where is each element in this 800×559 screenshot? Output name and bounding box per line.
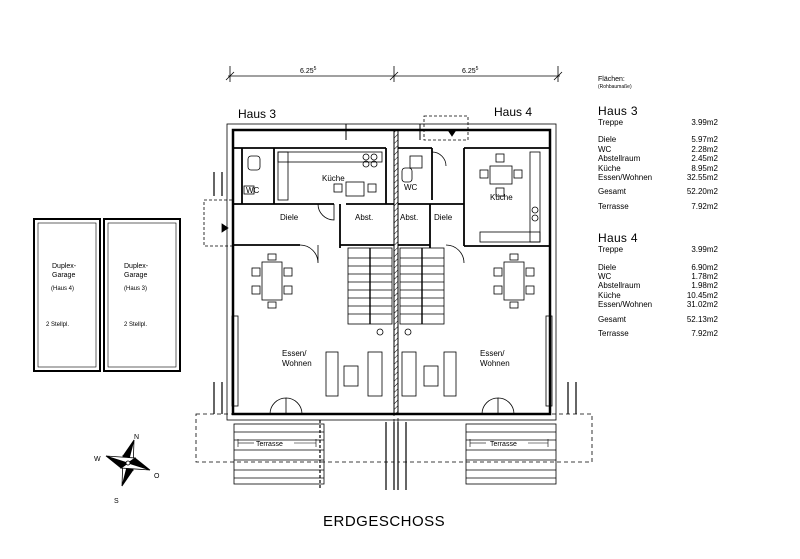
- area-haus3-title: Haus 3: [598, 104, 638, 118]
- haus4-title: Haus 4: [494, 105, 532, 119]
- dining-table-haus4: [493, 253, 535, 309]
- terrace-dimension-haus3: [237, 439, 317, 447]
- kitchen-table-haus3: [333, 181, 377, 197]
- stairs-haus4: [399, 247, 445, 336]
- room-label-essen-haus4: Essen/: [480, 349, 505, 358]
- dining-table-haus3: [251, 253, 293, 309]
- compass-n: N: [134, 434, 139, 441]
- dimension-line: [225, 66, 563, 82]
- room-label-abst-haus4: Abst.: [400, 213, 418, 222]
- kitchen-counters: [277, 151, 541, 243]
- compass-rose-icon: [105, 439, 151, 487]
- garage2-line1: Duplex-: [124, 263, 149, 270]
- compass-s: S: [114, 498, 119, 505]
- room-label-wohnen-haus3: Wohnen: [282, 359, 312, 368]
- garage1-line2: Garage: [52, 272, 75, 279]
- wc-fixtures: [243, 155, 423, 195]
- garage-haus4: [33, 218, 101, 372]
- outer-walls: [226, 123, 557, 421]
- room-label-kueche-haus4: Küche: [490, 193, 513, 202]
- interior-walls-haus4: [398, 147, 550, 248]
- terrace-label-haus3: Terrasse: [256, 441, 283, 448]
- haus3-title: Haus 3: [238, 107, 276, 121]
- entry-canopy-haus4: [423, 115, 469, 141]
- dimension-right: 6.255: [462, 66, 479, 75]
- garage1-line3: (Haus 4): [51, 286, 74, 292]
- side-walls: [213, 172, 577, 490]
- terrace-dimension-haus4: [469, 439, 549, 447]
- area-header: Flächen:: [598, 76, 625, 83]
- room-label-diele-haus3: Diele: [280, 213, 299, 222]
- room-label-abst-haus3: Abst.: [355, 213, 373, 222]
- area-subheader: (Rohbaumaße): [598, 84, 632, 90]
- interior-walls-haus3: [233, 147, 394, 248]
- garage2-spaces: 2 Stellpl.: [124, 322, 147, 328]
- area-haus4-title: Haus 4: [598, 231, 638, 246]
- terrace-haus4: [397, 413, 593, 485]
- garage1-line1: Duplex-: [52, 263, 77, 270]
- room-label-diele-haus4: Diele: [434, 213, 453, 222]
- room-label-essen-haus3: Essen/: [282, 349, 307, 358]
- drawing-title: ERDGESCHOSS: [323, 513, 445, 530]
- terrace-label-haus4: Terrasse: [490, 441, 517, 448]
- room-label-wohnen-haus4: Wohnen: [480, 359, 510, 368]
- compass-w: W: [94, 456, 101, 463]
- room-label-wc-haus4: WC: [404, 183, 418, 192]
- garage1-spaces: 2 Stellpl.: [46, 322, 69, 328]
- room-label-wc-haus3: WC: [246, 186, 260, 195]
- garage2-line3: (Haus 3): [124, 286, 147, 292]
- kitchen-table-haus4: [479, 153, 523, 197]
- stairs-haus3: [347, 247, 393, 336]
- room-label-kueche-haus3: Küche: [322, 174, 345, 183]
- garage-haus3: [103, 218, 181, 372]
- dimension-left: 6.255: [300, 66, 317, 75]
- sofas: [231, 315, 553, 407]
- compass-o: O: [154, 473, 160, 480]
- terrace-haus3: [195, 413, 395, 485]
- garage2-line2: Garage: [124, 272, 147, 279]
- entry-canopy-haus3: [203, 199, 234, 247]
- terrace-doors: [269, 151, 515, 415]
